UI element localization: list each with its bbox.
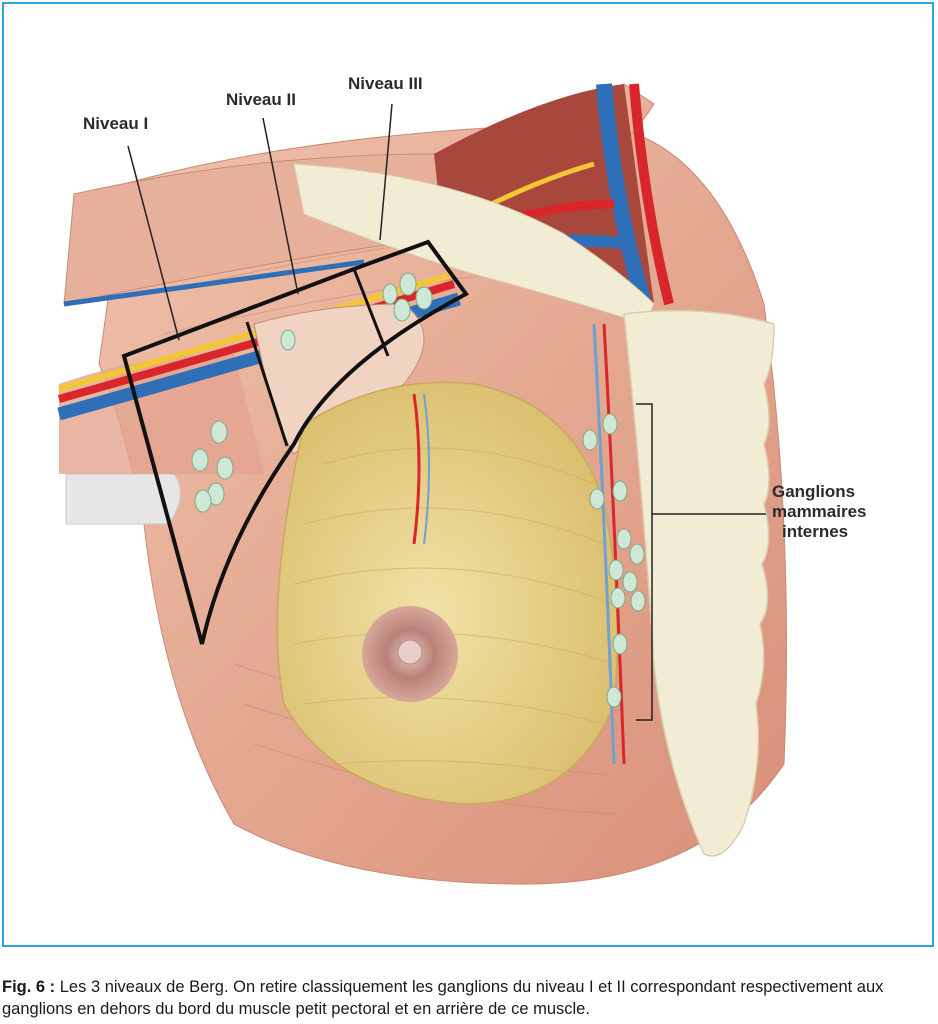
breast-lobules (293, 447, 615, 775)
leader-level1 (127, 145, 180, 341)
label-internal-nodes-2: mammaires (772, 502, 867, 521)
level3-nodes (382, 272, 433, 322)
breast-vessel (412, 393, 421, 545)
label-internal-nodes-3: internes (782, 522, 849, 541)
sternum-bone (623, 309, 775, 857)
anatomy-illustration (57, 83, 787, 885)
cephalic-vein (63, 259, 365, 307)
nipple (397, 639, 423, 665)
level-boundary-outline (121, 239, 469, 645)
label-internal-nodes: Ganglions mammaires internes (772, 482, 867, 542)
neck-vein (596, 83, 652, 307)
level1-2-divider (245, 321, 289, 447)
neck-artery (629, 83, 674, 306)
internal-mammary-nodes (582, 413, 646, 708)
breast-vessel-2 (423, 393, 430, 545)
label-level3: Niveau III (348, 74, 423, 93)
level2-3-divider (352, 268, 390, 357)
axillary-nerve (58, 271, 455, 392)
level2-nodes (280, 329, 296, 351)
leader-level3 (379, 103, 393, 241)
caption-text: Les 3 niveaux de Berg. On retire classiq… (2, 978, 884, 1018)
level1-nodes (191, 420, 234, 513)
label-level1: Niveau I (83, 114, 149, 133)
breast-fat (276, 381, 619, 805)
leader-level2 (262, 117, 299, 295)
label-internal-nodes-1: Ganglions (772, 482, 856, 501)
caption-prefix: Fig. 6 : (2, 978, 56, 996)
internal-nodes-bracket (636, 403, 653, 721)
label-level2: Niveau II (226, 90, 296, 109)
figure-caption: Fig. 6 : Les 3 niveaux de Berg. On retir… (2, 976, 936, 1020)
